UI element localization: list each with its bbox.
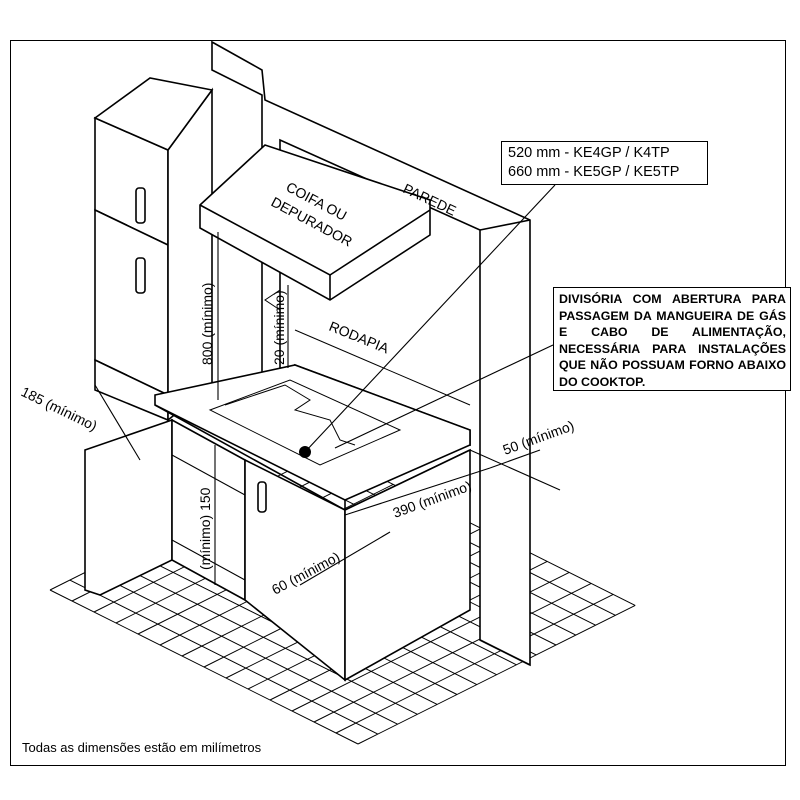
- base-cabinet: [84, 418, 471, 682]
- range-hood: COIFA OU DEPURADOR: [199, 144, 431, 301]
- model-line-1: 520 mm - KE4GP / K4TP: [508, 145, 670, 161]
- diagram-frame: [10, 40, 786, 766]
- dim-185: 185 (mínimo): [19, 383, 100, 434]
- partition-note: DIVISÓRIA COM ABERTURA PARA PASSAGEM DA …: [553, 287, 791, 391]
- model-line-2: 660 mm - KE5GP / KE5TP: [508, 164, 680, 180]
- units-footnote: Todas as dimensões estão em milímetros: [22, 740, 262, 755]
- wall: [211, 40, 531, 667]
- dim-150: (mínimo) 150: [197, 487, 213, 570]
- callout-leaders: [304, 184, 556, 453]
- model-callout: 520 mm - KE4GP / K4TP 660 mm - KE5GP / K…: [501, 141, 708, 185]
- dim-20: 20 (mínimo): [271, 290, 287, 365]
- baseboard-label: RODAPIA: [327, 318, 392, 357]
- tall-cabinet: [93, 77, 214, 422]
- dimension-lines: [94, 232, 561, 586]
- dim-800: 800 (mínimo): [199, 283, 215, 365]
